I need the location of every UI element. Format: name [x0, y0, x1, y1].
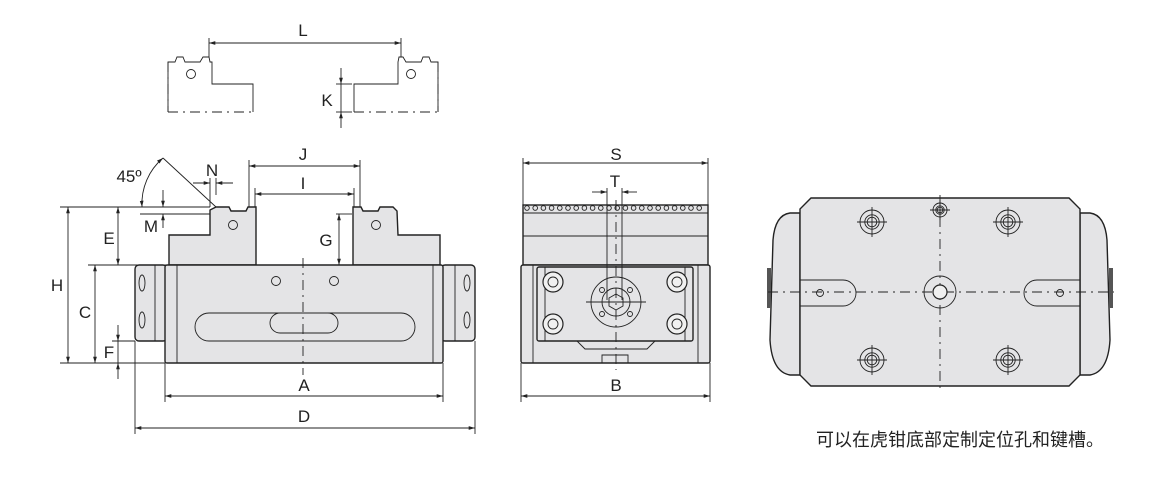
- caption: 可以在虎钳底部定制定位孔和键槽。: [816, 430, 1104, 451]
- jaw-tooth: [671, 205, 678, 211]
- jaw-tooth: [663, 205, 670, 211]
- label-D: D: [298, 407, 310, 426]
- label-M: M: [144, 217, 158, 236]
- vise-front-view: S T B: [520, 145, 711, 402]
- jaw-tooth: [581, 205, 588, 211]
- jaw-tooth: [598, 205, 604, 211]
- label-G: G: [319, 231, 332, 250]
- label-S: S: [610, 145, 621, 164]
- label-E: E: [103, 229, 114, 248]
- jaw-tooth: [589, 205, 596, 211]
- vise-side-view: H E C F A D J I G N M 45º: [51, 145, 476, 434]
- jaw-tooth: [688, 205, 694, 211]
- label-B: B: [610, 376, 621, 395]
- jaw-tooth: [565, 205, 571, 211]
- jaw-tooth: [639, 205, 645, 211]
- jaw-tooth: [548, 205, 555, 211]
- label-H: H: [51, 276, 63, 295]
- label-L: L: [298, 21, 307, 40]
- jaw-tooth: [557, 205, 563, 211]
- jaw-tooth: [647, 205, 653, 211]
- label-I: I: [301, 174, 306, 193]
- jaw-tooth: [622, 205, 629, 211]
- jaw-tooth: [696, 205, 702, 211]
- jaw-tooth: [573, 205, 579, 211]
- counterbore-hole: [930, 200, 950, 220]
- jaw-tooth: [532, 205, 538, 211]
- label-F: F: [104, 343, 114, 362]
- label-C: C: [79, 303, 91, 322]
- jaw-tooth: [680, 205, 686, 211]
- vise-bottom-view: [767, 195, 1114, 390]
- label-A: A: [298, 376, 310, 395]
- label-angle: 45º: [116, 167, 141, 186]
- jaw-tooth: [614, 205, 620, 211]
- jaw-tooth: [540, 205, 547, 211]
- counterbore-hole: [993, 345, 1023, 375]
- jaw-tooth: [524, 205, 530, 211]
- jaw-top-view: L K: [167, 21, 439, 128]
- jaw-tooth: [630, 205, 637, 211]
- jaw-tooth: [655, 205, 661, 211]
- label-J: J: [299, 145, 308, 164]
- counterbore-hole: [857, 207, 887, 237]
- counterbore-hole: [993, 207, 1023, 237]
- label-T: T: [610, 172, 620, 191]
- counterbore-hole: [857, 345, 887, 375]
- label-K: K: [321, 91, 333, 110]
- label-N: N: [206, 161, 218, 180]
